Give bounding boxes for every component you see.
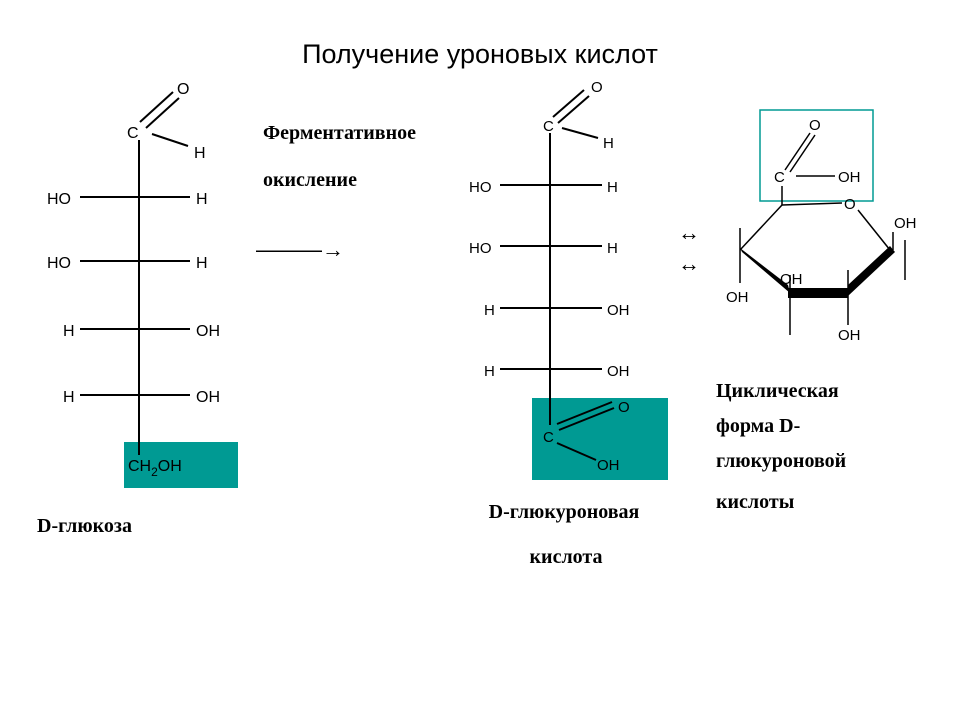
cyclic-oh-bottom: OH — [838, 327, 861, 344]
reaction-label: Ферментативное окисление ———→ — [256, 122, 416, 262]
glucose-ch2oh: CH2OH — [128, 458, 182, 479]
cyclic-ring-bold-bottom — [788, 288, 848, 298]
reaction-label-line2: окисление — [263, 169, 357, 191]
glucose-r2-right: H — [196, 191, 208, 208]
glucuronic-c6o-bond-2 — [558, 407, 615, 431]
glucuronic-r5-right: OH — [607, 363, 630, 380]
cyclic-ring-c5-o — [781, 202, 843, 206]
glucose-co-bond-1 — [139, 91, 174, 123]
glucuronic-c1: C — [543, 118, 554, 135]
glucuronic-name-line1: D-глюкуроновая — [489, 501, 640, 523]
glucuronic-h1: H — [603, 135, 614, 152]
cyclic-carboxyl-o: O — [809, 117, 821, 134]
glucose-h1: H — [194, 145, 206, 162]
glucose-r5-left: H — [63, 389, 75, 406]
cyclic-ring-o: O — [844, 196, 856, 213]
glucose-r4-left: H — [63, 323, 75, 340]
glucose-r5-right: OH — [196, 389, 220, 406]
cyclic-name-line1: Циклическая — [716, 380, 839, 402]
glucuronic-ch-bond — [561, 127, 599, 139]
glucuronic-co-bond-2 — [557, 95, 590, 124]
glucose-co-bond-2 — [145, 97, 180, 129]
cyclic-name-line4: кислоты — [716, 491, 795, 513]
glucose-ch2oh-highlight — [124, 442, 238, 488]
glucuronic-c6o-bond-1 — [556, 401, 613, 425]
cyclic-oh-mid: OH — [780, 271, 803, 288]
cyclic-oh-right: OH — [894, 215, 917, 232]
glucuronic-r3-right: H — [607, 240, 618, 257]
glucuronic-oh6: OH — [597, 457, 620, 474]
glucose-ch-bond — [151, 133, 189, 147]
page-title: Получение уроновых кислот — [302, 39, 658, 69]
glucuronic-co-bond-1 — [552, 89, 585, 118]
glucose-name: D-глюкоза — [37, 515, 132, 537]
reaction-arrow: ———→ — [256, 237, 344, 262]
glucuronic-r4-right: OH — [607, 302, 630, 319]
glucuronic-r5-left: H — [484, 363, 495, 380]
cyclic-ring-o-c1 — [857, 209, 891, 251]
equilibrium-arrow-bottom: ↔ — [678, 251, 700, 276]
glucose-structure: C O H HO H HO H H OH H OH CH2OH D-глюкоз… — [37, 81, 238, 537]
cyclic-oh-left: OH — [726, 289, 749, 306]
reaction-label-line1: Ферментативное — [263, 122, 416, 144]
cyclic-ring-wedge-right — [848, 246, 895, 296]
glucose-r2-left: HO — [47, 191, 71, 208]
glucose-r3-right: H — [196, 255, 208, 272]
glucuronic-r2-left: HO — [469, 179, 492, 196]
glucuronic-c6: C — [543, 429, 554, 446]
glucuronic-o6: O — [618, 399, 630, 416]
glucuronic-r2-right: H — [607, 179, 618, 196]
cyclic-structure: O C OH O OH OH OH OH Циклическая форма D… — [716, 109, 917, 513]
glucuronic-c6oh-bond — [556, 442, 597, 461]
glucuronic-structure: C O H HO H HO H H OH H OH C O OH D-глюку… — [469, 79, 668, 568]
cyclic-co-bond-2 — [789, 134, 816, 173]
glucuronic-o1: O — [591, 79, 603, 96]
cyclic-ring-wedge-left — [740, 248, 790, 293]
cyclic-carboxyl-c: C — [774, 169, 785, 186]
cyclic-ring-c5-c4 — [739, 204, 783, 251]
glucuronic-r4-left: H — [484, 302, 495, 319]
glucose-r4-right: OH — [196, 323, 220, 340]
equilibrium-arrow-top: ↔ — [678, 220, 700, 245]
cyclic-carboxyl-oh: OH — [838, 169, 861, 186]
cyclic-co-bond-1 — [784, 132, 811, 171]
glucuronic-cooh-highlight — [532, 398, 668, 480]
cyclic-name-line3: глюкуроновой — [716, 450, 846, 472]
glucuronic-r3-left: HO — [469, 240, 492, 257]
glucose-c1: C — [127, 125, 139, 142]
glucose-r3-left: HO — [47, 255, 71, 272]
cyclic-carboxyl-frame — [759, 109, 874, 202]
cyclic-name-line2: форма D- — [716, 415, 800, 437]
glucuronic-name-line2: кислота — [530, 546, 603, 568]
glucose-o1: O — [177, 81, 189, 98]
